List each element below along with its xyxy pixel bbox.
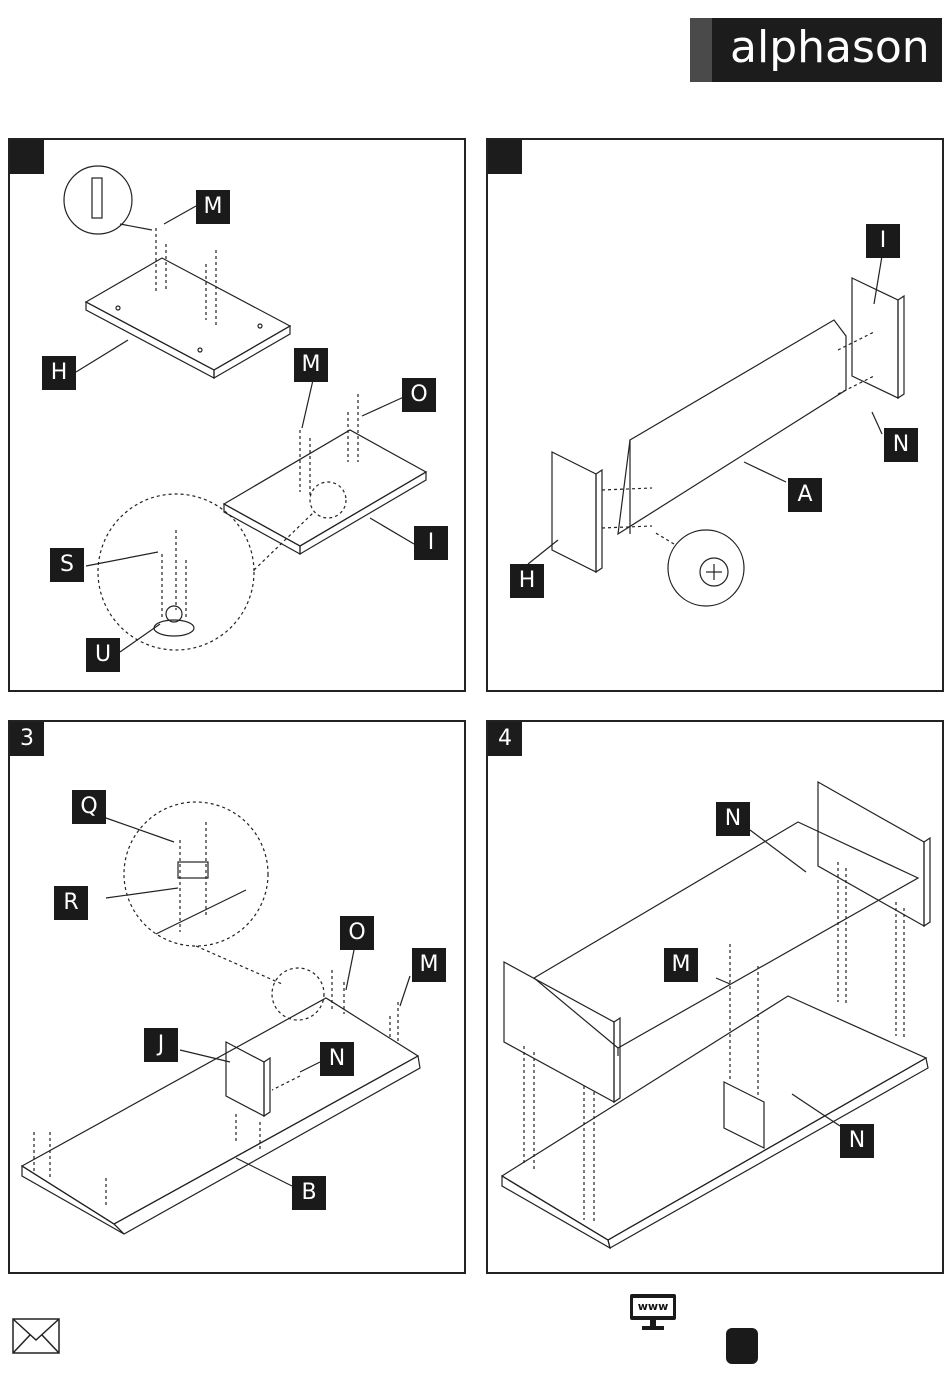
part-label-M: M — [294, 348, 328, 382]
step-1-illustration — [10, 140, 468, 694]
part-label-Q: Q — [72, 790, 106, 824]
part-label-N: N — [320, 1042, 354, 1076]
part-label-O: O — [340, 916, 374, 950]
part-label-U: U — [86, 638, 120, 672]
part-label-I: I — [866, 224, 900, 258]
part-label-H: H — [510, 564, 544, 598]
part-label-M: M — [664, 948, 698, 982]
mail-icon — [12, 1318, 62, 1358]
part-label-S: S — [50, 548, 84, 582]
part-label-M: M — [412, 948, 446, 982]
part-label-A: A — [788, 478, 822, 512]
step-4-panel: 4 — [486, 720, 944, 1274]
step-2-panel: I N A H — [486, 138, 944, 692]
part-label-N: N — [716, 802, 750, 836]
footer-badge — [726, 1328, 758, 1364]
part-label-J: J — [144, 1028, 178, 1062]
logo-accent-bar — [690, 18, 712, 82]
part-label-N: N — [840, 1124, 874, 1158]
part-label-O: O — [402, 378, 436, 412]
step-1-panel: M H M O I S U — [8, 138, 466, 692]
part-label-M: M — [196, 190, 230, 224]
brand-logo: alphason — [690, 18, 942, 82]
part-label-I: I — [414, 526, 448, 560]
step-3-panel: 3 — [8, 720, 466, 1274]
part-label-N: N — [884, 428, 918, 462]
part-label-B: B — [292, 1176, 326, 1210]
logo-text: alphason — [730, 22, 930, 73]
website-monitor-icon: www — [630, 1294, 676, 1332]
part-label-R: R — [54, 886, 88, 920]
www-text: www — [633, 1298, 673, 1316]
part-label-H: H — [42, 356, 76, 390]
